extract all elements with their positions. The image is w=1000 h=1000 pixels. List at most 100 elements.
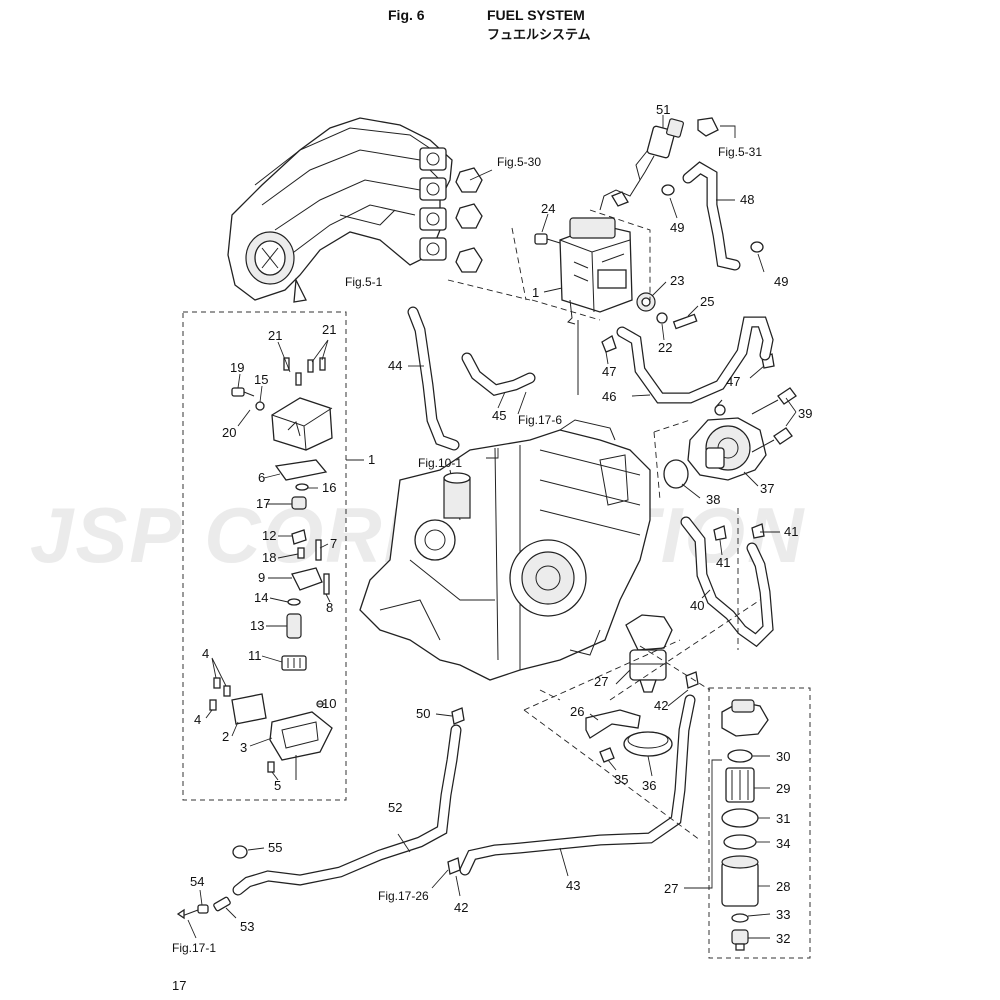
fuel-pump-upper-body bbox=[271, 397, 333, 451]
callout-29: 29 bbox=[776, 781, 790, 796]
plunger-13 bbox=[286, 613, 302, 639]
pin-7 bbox=[315, 539, 322, 561]
clip-47a bbox=[601, 335, 617, 353]
callout-5: 5 bbox=[274, 778, 281, 793]
wire-clip bbox=[697, 117, 719, 137]
filter-cup-28 bbox=[721, 855, 759, 907]
callout-37: 37 bbox=[760, 481, 774, 496]
diaphragm-9 bbox=[291, 567, 323, 591]
callout-6: 6 bbox=[258, 470, 265, 485]
callout-4: 4 bbox=[202, 646, 209, 661]
callout-42: 42 bbox=[454, 900, 468, 915]
callout-47: 47 bbox=[726, 374, 740, 389]
callout-38: 38 bbox=[706, 492, 720, 507]
callout-labels: 51 24 49 48 49 1 23 25 22 47 47 44 45 46… bbox=[190, 102, 812, 946]
callout-4: 4 bbox=[194, 712, 201, 727]
callout-50: 50 bbox=[416, 706, 430, 721]
clip-41a bbox=[713, 525, 727, 541]
callout-31: 31 bbox=[776, 811, 790, 826]
connector-51 bbox=[639, 118, 684, 181]
band-36 bbox=[623, 731, 673, 757]
bracket-26 bbox=[585, 709, 641, 739]
clip-55 bbox=[232, 845, 248, 859]
ref-fig-5-31: Fig.5-31 bbox=[718, 145, 762, 159]
fuel-pump-37 bbox=[687, 399, 767, 481]
clamp-49 bbox=[661, 184, 764, 253]
callout-39: 39 bbox=[798, 406, 812, 421]
washer-22 bbox=[656, 312, 668, 324]
callout-17: 17 bbox=[256, 496, 270, 511]
body-3 bbox=[269, 711, 333, 780]
leader-lines bbox=[187, 115, 797, 939]
callout-18: 18 bbox=[262, 550, 276, 565]
clip-42a bbox=[685, 671, 699, 689]
callout-54: 54 bbox=[190, 874, 204, 889]
callout-35: 35 bbox=[614, 772, 628, 787]
ref-fig-5-30: Fig.5-30 bbox=[497, 155, 541, 169]
callout-48: 48 bbox=[740, 192, 754, 207]
screws-4 bbox=[209, 677, 231, 711]
callout-25: 25 bbox=[700, 294, 714, 309]
intake-manifold bbox=[227, 117, 453, 303]
callout-3: 3 bbox=[240, 740, 247, 755]
figure-title: FUEL SYSTEM bbox=[487, 7, 585, 23]
callout-33: 33 bbox=[776, 907, 790, 922]
ref-fig-5-1: Fig.5-1 bbox=[345, 275, 383, 289]
callout-53: 53 bbox=[240, 919, 254, 934]
fuel-pump-group-box bbox=[182, 311, 347, 801]
callout-44: 44 bbox=[388, 358, 402, 373]
filter-head bbox=[721, 699, 769, 737]
callout-27: 27 bbox=[594, 674, 608, 689]
o-ring-38 bbox=[663, 459, 689, 489]
manifold-gaskets bbox=[455, 167, 483, 273]
element-29 bbox=[725, 767, 755, 803]
callout-7: 7 bbox=[330, 536, 337, 551]
fuel-filter-group-box bbox=[708, 687, 811, 959]
o-ring-33 bbox=[731, 913, 749, 923]
fitting-54 bbox=[176, 904, 209, 920]
gasket-6 bbox=[274, 459, 328, 481]
callout-46: 46 bbox=[602, 389, 616, 404]
screw-35 bbox=[599, 747, 615, 763]
clip-50 bbox=[451, 707, 465, 725]
valve-11 bbox=[281, 655, 307, 671]
callout-49: 49 bbox=[670, 220, 684, 235]
callout-9: 9 bbox=[258, 570, 265, 585]
ref-fig-10-1: Fig.10-1 bbox=[418, 456, 462, 470]
callout-8: 8 bbox=[326, 600, 333, 615]
ref-fig-17-1: Fig.17-1 bbox=[172, 941, 216, 955]
screw-18 bbox=[297, 547, 305, 559]
joint-53 bbox=[213, 896, 231, 912]
callout-13: 13 bbox=[250, 618, 264, 633]
o-ring-14 bbox=[287, 598, 301, 606]
callout-45: 45 bbox=[492, 408, 506, 423]
ref-fig-17-6: Fig.17-6 bbox=[518, 413, 562, 427]
clip-41b bbox=[751, 523, 765, 539]
callout-49: 49 bbox=[774, 274, 788, 289]
callout-43: 43 bbox=[566, 878, 580, 893]
callout-42: 42 bbox=[654, 698, 668, 713]
nipple-19-20 bbox=[231, 387, 255, 397]
o-ring-31 bbox=[721, 808, 759, 828]
callout-14: 14 bbox=[254, 590, 268, 605]
figure-references: Fig.5-30 Fig.5-31 Fig.5-1 Fig.17-6 Fig.1… bbox=[172, 145, 762, 955]
callout-22: 22 bbox=[658, 340, 672, 355]
callout-40: 40 bbox=[690, 598, 704, 613]
cover-2 bbox=[231, 693, 267, 725]
callout-20: 20 bbox=[222, 425, 236, 440]
callout-41: 41 bbox=[784, 524, 798, 539]
figure-number: Fig. 6 bbox=[388, 7, 425, 23]
bolts-39 bbox=[751, 387, 797, 453]
callout-55: 55 bbox=[268, 840, 282, 855]
callout-41: 41 bbox=[716, 555, 730, 570]
screw-5 bbox=[267, 761, 275, 773]
figure-title-japanese: フュエルシステム bbox=[487, 27, 591, 42]
callout-30: 30 bbox=[776, 749, 790, 764]
callout-11: 11 bbox=[248, 648, 262, 663]
callout-23: 23 bbox=[670, 273, 684, 288]
callout-27: 27 bbox=[664, 881, 678, 896]
assembly-dashed-lines bbox=[447, 209, 761, 841]
callout-21: 21 bbox=[268, 328, 282, 343]
callout-28: 28 bbox=[776, 879, 790, 894]
